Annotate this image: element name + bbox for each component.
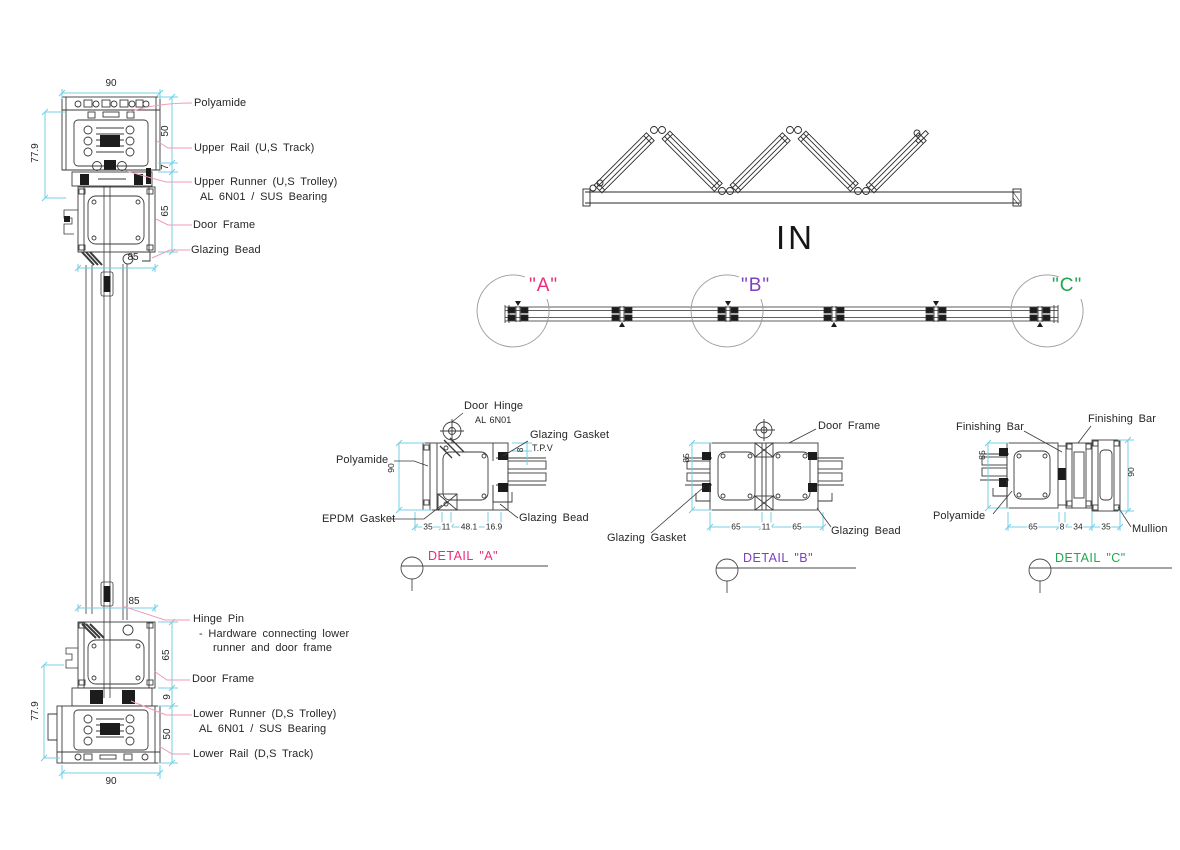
dim-bottom-overall-779: 77.9 xyxy=(30,701,41,721)
door-leaf-glass xyxy=(85,186,128,698)
ref-label-c: "C" xyxy=(1052,275,1083,296)
dim-top-overall-779: 77.9 xyxy=(30,143,41,163)
dim-bottom-width-90: 90 xyxy=(105,776,117,787)
lower-section-drawing xyxy=(47,621,161,764)
label-door-hinge-material: AL 6N01 xyxy=(475,415,512,425)
dim-a-height: 90 xyxy=(385,463,396,473)
dim-rail-50-bottom: 50 xyxy=(162,728,173,740)
label-polyamide-c: Polyamide xyxy=(933,510,986,522)
label-upper-runner-material: AL 6N01 / SUS Bearing xyxy=(200,191,328,203)
label-lower-rail: Lower Rail (D,S Track) xyxy=(193,748,314,760)
label-finishing-bar-right: Finishing Bar xyxy=(1088,413,1156,425)
label-lower-runner: Lower Runner (D,S Trolley) xyxy=(193,708,337,720)
dim-a-gasket: 8 xyxy=(514,447,525,453)
dim-a-169: 16.9 xyxy=(484,521,504,532)
label-glazing-bead-top: Glazing Bead xyxy=(191,244,261,256)
detail-title-symbols xyxy=(400,556,1172,593)
label-door-hinge: Door Hinge xyxy=(464,400,524,412)
detail-a-title: DETAIL "A" xyxy=(428,549,499,563)
dim-b-65-left: 65 xyxy=(730,521,742,532)
upper-section-drawing xyxy=(61,96,161,266)
dim-frame-width-85-bottom: 85 xyxy=(128,596,140,607)
dim-gap-9: 9 xyxy=(162,694,173,700)
detail-a-drawing xyxy=(422,419,547,511)
dim-c-height-left: 85 xyxy=(976,450,987,460)
label-hinge-pin: Hinge Pin xyxy=(193,613,245,625)
detail-c-title: DETAIL "C" xyxy=(1055,551,1126,565)
label-mullion: Mullion xyxy=(1132,523,1168,535)
label-door-frame-bottom: Door Frame xyxy=(192,673,255,685)
leader-lines-details xyxy=(390,412,1132,534)
label-glazing-bead-b: Glazing Bead xyxy=(831,525,901,537)
detail-b-title: DETAIL "B" xyxy=(743,551,814,565)
dim-b-height: 85 xyxy=(680,453,691,463)
label-in-direction: IN xyxy=(776,219,815,256)
label-door-frame-b: Door Frame xyxy=(818,420,881,432)
label-hinge-pin-note-1: - Hardware connecting lower xyxy=(199,628,350,640)
dim-c-65: 65 xyxy=(1027,521,1039,532)
folding-open-plan xyxy=(582,126,1022,207)
detail-b-drawing xyxy=(685,419,844,511)
dim-b-11: 11 xyxy=(760,521,772,532)
dim-frame-65-top: 65 xyxy=(160,205,171,217)
dim-top-width-90: 90 xyxy=(105,78,117,89)
label-upper-rail: Upper Rail (U,S Track) xyxy=(194,142,315,154)
label-upper-runner: Upper Runner (U,S Trolley) xyxy=(194,176,338,188)
dim-c-34: 34 xyxy=(1072,521,1084,532)
dim-c-35: 35 xyxy=(1100,521,1112,532)
dim-a-11: 11 xyxy=(440,521,452,532)
label-door-frame-top: Door Frame xyxy=(193,219,256,231)
dim-rail-50: 50 xyxy=(160,125,171,137)
dim-a-35: 35 xyxy=(422,521,434,532)
dim-c-8: 8 xyxy=(1058,521,1066,532)
ref-label-a: "A" xyxy=(529,275,559,296)
dimension-lines-left xyxy=(40,89,178,779)
dim-frame-width-85-top: 85 xyxy=(127,252,139,263)
leader-lines-left xyxy=(121,102,193,755)
label-polyamide-a: Polyamide xyxy=(336,454,389,466)
label-glazing-gasket-b: Glazing Gasket xyxy=(607,532,687,544)
detail-a-dimensions xyxy=(395,439,532,531)
folded-closed-plan xyxy=(504,301,1059,327)
label-lower-runner-material: AL 6N01 / SUS Bearing xyxy=(199,723,327,735)
dim-gap-7: 7 xyxy=(160,164,171,170)
label-finishing-bar-left: Finishing Bar xyxy=(956,421,1024,433)
label-glazing-gasket-a: Glazing Gasket xyxy=(530,429,610,441)
dim-frame-65-bottom: 65 xyxy=(161,649,172,661)
label-hinge-pin-note-2: runner and door frame xyxy=(213,642,333,654)
ref-label-b: "B" xyxy=(741,275,771,296)
label-glazing-gasket-material: T.P.V xyxy=(532,443,553,453)
detail-ref-circles xyxy=(476,274,1084,348)
dim-b-65-right: 65 xyxy=(791,521,803,532)
detail-c-drawing xyxy=(980,439,1121,512)
dim-c-height-right: 90 xyxy=(1125,467,1136,477)
label-glazing-bead-a: Glazing Bead xyxy=(519,512,589,524)
dim-a-481: 48.1 xyxy=(459,521,479,532)
label-epdm-gasket: EPDM Gasket xyxy=(322,513,396,525)
label-polyamide-top: Polyamide xyxy=(194,97,247,109)
